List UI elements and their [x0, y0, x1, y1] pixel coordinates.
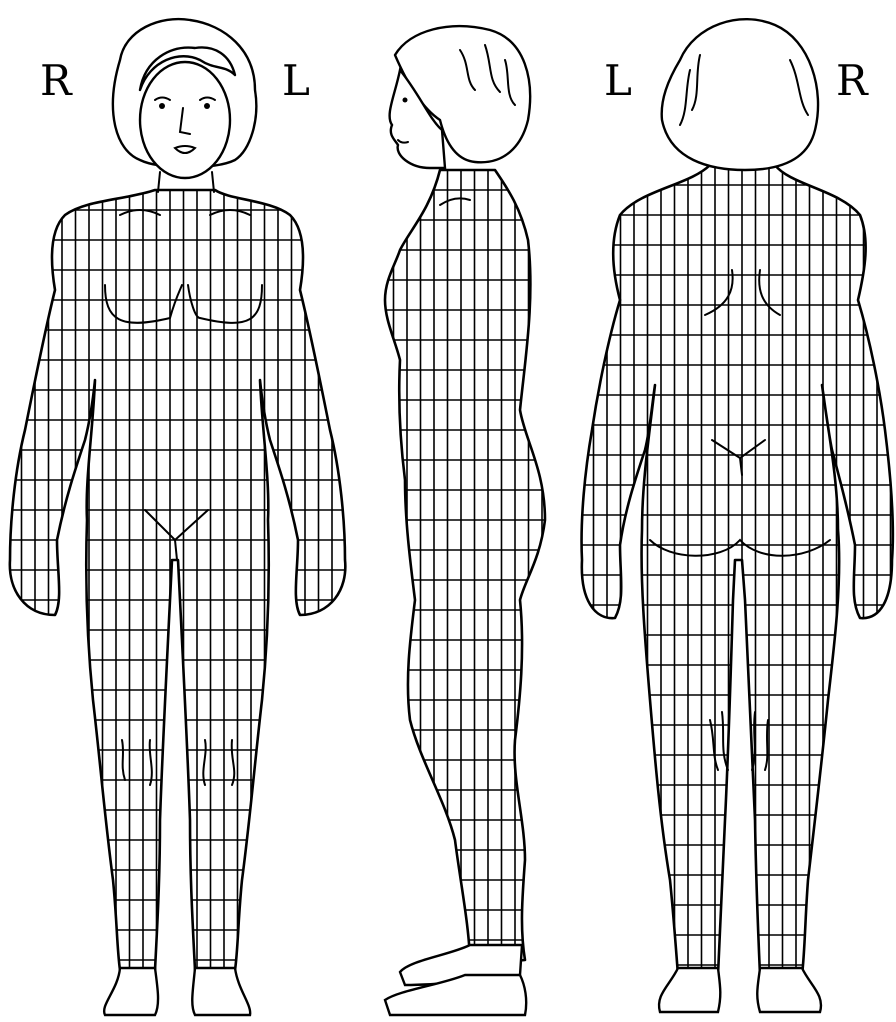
back-left-label: L [604, 56, 632, 105]
back-left-foot [659, 968, 720, 1012]
front-right-foot [104, 968, 158, 1015]
side-view-figure [380, 26, 550, 1015]
back-right-foot [757, 968, 821, 1012]
front-right-label: R [40, 56, 73, 105]
back-hair [662, 19, 818, 170]
front-view-figure [8, 19, 350, 1015]
front-left-label: L [282, 56, 310, 105]
side-body-outline [385, 170, 545, 965]
back-grid [580, 165, 896, 978]
back-right-label: R [836, 56, 869, 105]
front-face [140, 62, 230, 178]
front-body-outline [10, 190, 345, 970]
front-left-foot [192, 968, 250, 1015]
back-body-outline [582, 165, 893, 975]
back-view-figure [580, 19, 896, 1012]
